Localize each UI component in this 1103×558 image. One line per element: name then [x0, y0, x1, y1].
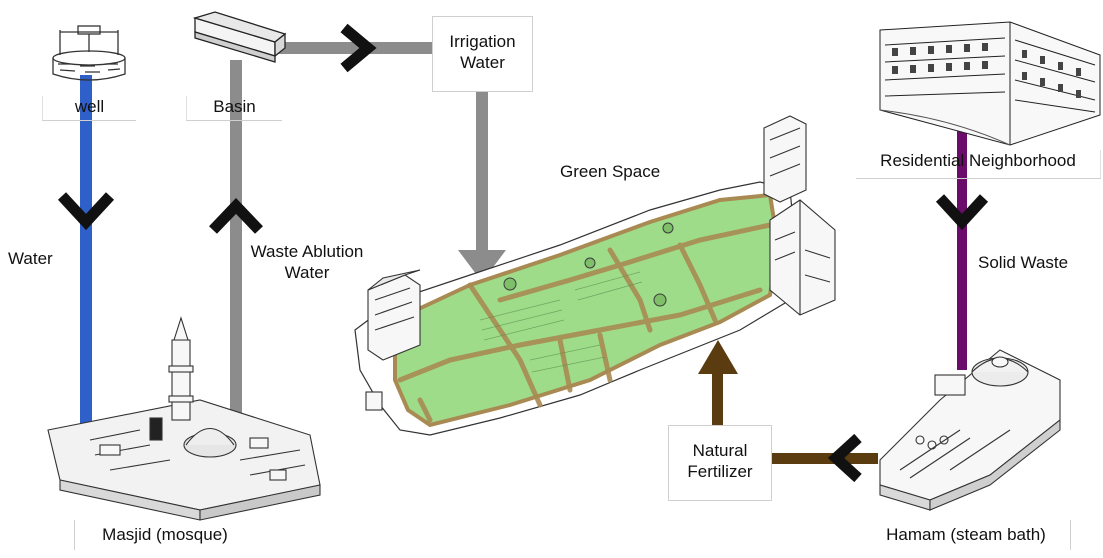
green-space-right-buildings: [763, 115, 836, 316]
solid-waste-label: Solid Waste: [978, 253, 1069, 272]
irrigation-label-line2: Water: [460, 53, 505, 72]
green-space-label: Green Space: [560, 162, 661, 181]
solid-waste-flow-line: [957, 130, 967, 370]
irrigation-label-line1: Irrigation: [449, 32, 516, 51]
hamam-label: Hamam (steam bath): [886, 525, 1046, 544]
residential-building-drawing: [879, 21, 1101, 146]
hamam-label-box: Hamam (steam bath): [862, 520, 1071, 550]
green-space-left-building: [365, 269, 421, 411]
basin-drawing: [192, 11, 287, 63]
mosque-drawing: [47, 316, 321, 521]
well-drawing: [52, 25, 126, 81]
basin-label: Basin: [213, 97, 256, 116]
well-label: well: [74, 97, 105, 116]
well-label-box: well: [42, 96, 136, 121]
waste-label-line2: Water: [284, 263, 330, 282]
waste-label-line1: Waste Ablution: [250, 242, 364, 261]
basin-label-box: Basin: [186, 96, 282, 121]
fertilizer-label-line1: Natural: [692, 441, 748, 460]
solid-waste-chevron-down: [935, 194, 989, 231]
hamam-to-fertilizer-line: [772, 453, 878, 464]
fertilizer-arrowhead: [698, 340, 738, 374]
basin-chevron-right: [340, 23, 377, 73]
hamam-drawing: [879, 349, 1061, 511]
green-space-map: [354, 115, 836, 436]
basin-to-irrigation-line: [265, 42, 435, 54]
fertilizer-to-green-line: [712, 372, 723, 432]
residential-label: Residential Neighborhood: [880, 151, 1076, 170]
irrigation-to-green-line: [476, 92, 488, 252]
natural-fertilizer-box: Natural Fertilizer: [668, 425, 772, 501]
water-chevron-down: [57, 192, 115, 231]
waste-chevron-up: [209, 198, 263, 234]
water-flow-line: [80, 75, 92, 430]
irrigation-water-box: Irrigation Water: [432, 16, 533, 92]
residential-label-box: Residential Neighborhood: [856, 150, 1101, 179]
fertilizer-label-line2: Fertilizer: [687, 462, 753, 481]
water-label: Water: [8, 249, 53, 268]
masjid-label: Masjid (mosque): [102, 525, 228, 544]
waste-ablution-label: Waste Ablution Water: [240, 241, 374, 283]
waste-water-flow-line: [230, 60, 242, 432]
masjid-label-box: Masjid (mosque): [74, 520, 255, 550]
fertilizer-chevron-left: [827, 433, 862, 483]
irrigation-arrowhead: [458, 250, 506, 282]
